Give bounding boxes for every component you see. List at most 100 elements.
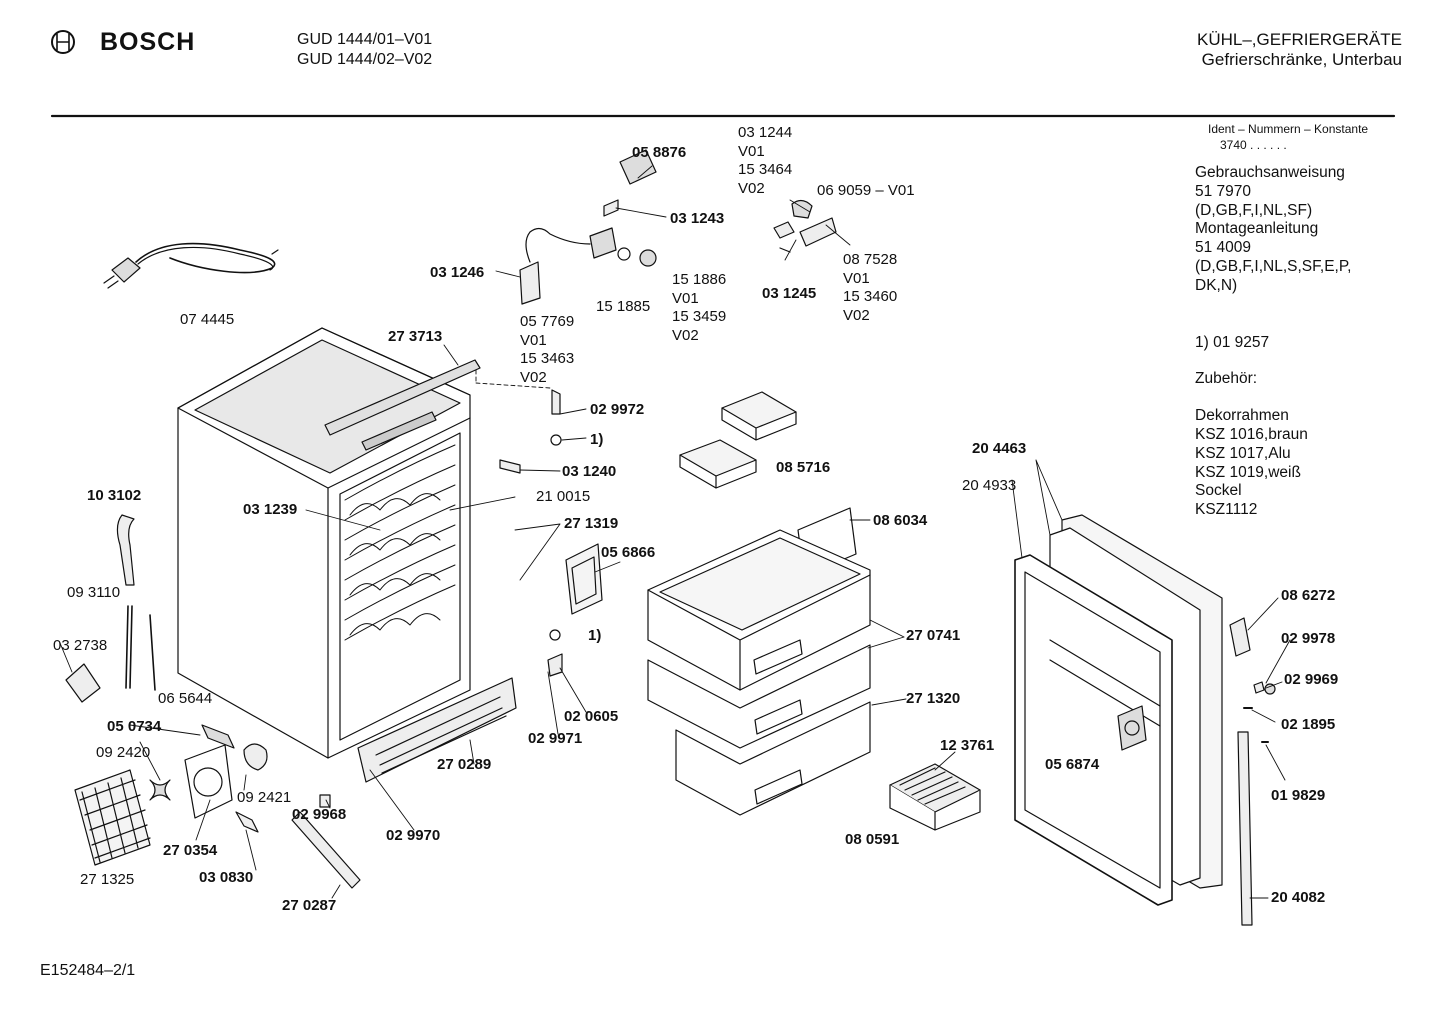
condenser-fan-drawing [74, 724, 268, 866]
part-number-label: 02 1895 [1281, 716, 1336, 733]
part-number-label: 20 4082 [1271, 889, 1326, 906]
part-number-label: 07 4445 [180, 311, 235, 328]
part-number-label: 01 9829 [1271, 787, 1326, 804]
appliance-category: KÜHL–,GEFRIERGERÄTE Gefrierschränke, Unt… [1197, 30, 1402, 70]
part-number-label: 05 0734 [107, 718, 162, 735]
part-number-label: 15 3460 [843, 288, 898, 305]
part-number-label: 08 7528 [843, 251, 898, 268]
side-note-line: KSZ 1017,Alu [1195, 444, 1291, 462]
part-number-label: 02 9971 [528, 730, 583, 747]
part-number-label: V01 [672, 289, 699, 307]
part-number-label: V02 [520, 368, 547, 386]
side-note-line: Zubehör: [1195, 370, 1258, 388]
part-number-label: 08 6034 [873, 512, 928, 529]
part-number-label: 03 0830 [199, 869, 254, 886]
side-note-line: 51 4009 [1195, 239, 1252, 257]
thermostat-drawing [519, 149, 657, 305]
part-number-label: 03 1240 [562, 463, 617, 480]
model-number: GUD 1444/01–V01 [297, 31, 433, 48]
part-number-label: 15 1886 [672, 271, 727, 288]
side-note-line: 1) 01 9257 [1195, 333, 1270, 351]
side-note-line: (D,GB,F,I,NL,S,SF,E,P, [1195, 257, 1352, 275]
part-number-label: 20 4463 [972, 440, 1027, 457]
side-note-line: KSZ1112 [1195, 501, 1258, 519]
part-number-label: 27 1325 [80, 871, 135, 888]
part-number-label: 12 3761 [940, 737, 995, 754]
cabinet-body-drawing [177, 327, 481, 759]
thermostat-label-block: 05 7769 V01 15 3463 V02 [520, 313, 574, 387]
side-note-line: 51 7970 [1195, 182, 1252, 200]
leader-lines [59, 165, 1291, 899]
part-number-label: 02 0605 [564, 708, 619, 725]
part-number-label: 08 6272 [1281, 587, 1336, 604]
part-number-label: 02 9970 [386, 827, 441, 844]
part-number-label: 15 3459 [672, 308, 727, 325]
ice-tray-drawing [889, 763, 981, 831]
power-cord-drawing [103, 242, 279, 289]
ident-value: 3740 . . . . . . [1220, 138, 1287, 152]
part-number-label: V02 [843, 306, 870, 324]
part-number-label: 09 2420 [96, 744, 151, 761]
part-number-label: 27 0287 [282, 897, 337, 914]
part-number-label: V01 [520, 331, 547, 349]
part-number-label: 27 1319 [564, 515, 619, 532]
part-number-label: V01 [738, 142, 765, 160]
knob-label-block: 15 1886 V01 15 3459 V02 [672, 271, 726, 345]
side-note-line: (D,GB,F,I,NL,SF) [1195, 201, 1313, 219]
part-number-label: 27 0354 [163, 842, 218, 859]
side-note-line [1195, 296, 1351, 334]
part-number-label: 02 9969 [1284, 671, 1339, 688]
part-number-label: V01 [843, 269, 870, 287]
side-note-line: DK,N) [1195, 276, 1238, 294]
side-note-line: Dekorrahmen [1195, 407, 1289, 425]
small-parts-drawing [65, 389, 603, 889]
part-number-label: 08 5716 [776, 459, 831, 476]
ident-block: Ident – Nummern – Konstante 3740 . . . .… [1208, 121, 1368, 153]
part-number-label: V02 [672, 326, 699, 344]
part-number-label: 05 7769 [520, 313, 575, 330]
part-number-label: 02 9968 [292, 806, 347, 823]
plinth-grille-drawing [357, 677, 517, 783]
part-number-label: 05 6874 [1045, 756, 1100, 773]
part-number-label: 02 9972 [590, 401, 645, 418]
drawers-drawing [647, 507, 871, 816]
category-line: KÜHL–,GEFRIERGERÄTE [1197, 30, 1402, 49]
part-number-label: 20 4933 [962, 477, 1017, 494]
part-number-label: 09 3110 [67, 584, 121, 601]
door-assembly-drawing [1014, 514, 1276, 926]
part-number-label: 15 3464 [738, 161, 793, 178]
part-number-label: 02 9978 [1281, 630, 1336, 647]
part-number-label: 03 1244 [738, 124, 793, 141]
part-number-label: 10 3102 [87, 487, 142, 504]
footnote-marker: 1) [588, 627, 602, 644]
model-numbers: GUD 1444/01–V01 GUD 1444/02–V02 [297, 30, 432, 70]
brand-name: BOSCH [100, 28, 196, 56]
part-number-label: 08 0591 [845, 831, 900, 848]
lamp-label-block: 03 1244 V01 15 3464 V02 [738, 124, 792, 198]
part-number-label: 06 5644 [158, 690, 213, 707]
part-number-label: 06 9059 – V01 [817, 182, 915, 199]
part-number-label: 03 1243 [670, 210, 725, 227]
footnote-marker: 1) [590, 431, 604, 448]
bosch-logo-mark [51, 30, 75, 54]
part-number-label: V02 [738, 179, 765, 197]
drawing-code: E152484–2/1 [40, 962, 136, 979]
part-number-label: 03 1239 [243, 501, 298, 518]
lamp-cover-label-block: 08 7528 V01 15 3460 V02 [843, 251, 897, 325]
part-number-label: 27 1320 [906, 690, 961, 707]
ident-label: Ident – Nummern – Konstante [1208, 122, 1369, 136]
side-note-line: Gebrauchsanweisung [1195, 164, 1345, 181]
part-number-label: 15 1885 [596, 298, 651, 315]
part-number-label: 03 1246 [430, 264, 485, 281]
part-number-label: 09 2421 [237, 789, 292, 806]
side-note-line: Montageanleitung [1195, 220, 1319, 238]
part-number-label: 05 6866 [601, 544, 656, 561]
model-number: GUD 1444/02–V02 [297, 51, 433, 68]
side-notes: Gebrauchsanweisung 51 7970 (D,GB,F,I,NL,… [1195, 164, 1351, 520]
side-note-line [1195, 389, 1351, 407]
part-number-label: 05 8876 [632, 144, 687, 161]
side-note-line: KSZ 1019,weiß [1195, 463, 1301, 481]
side-note-line: KSZ 1016,braun [1195, 425, 1308, 443]
part-number-label: 03 1245 [762, 285, 817, 302]
